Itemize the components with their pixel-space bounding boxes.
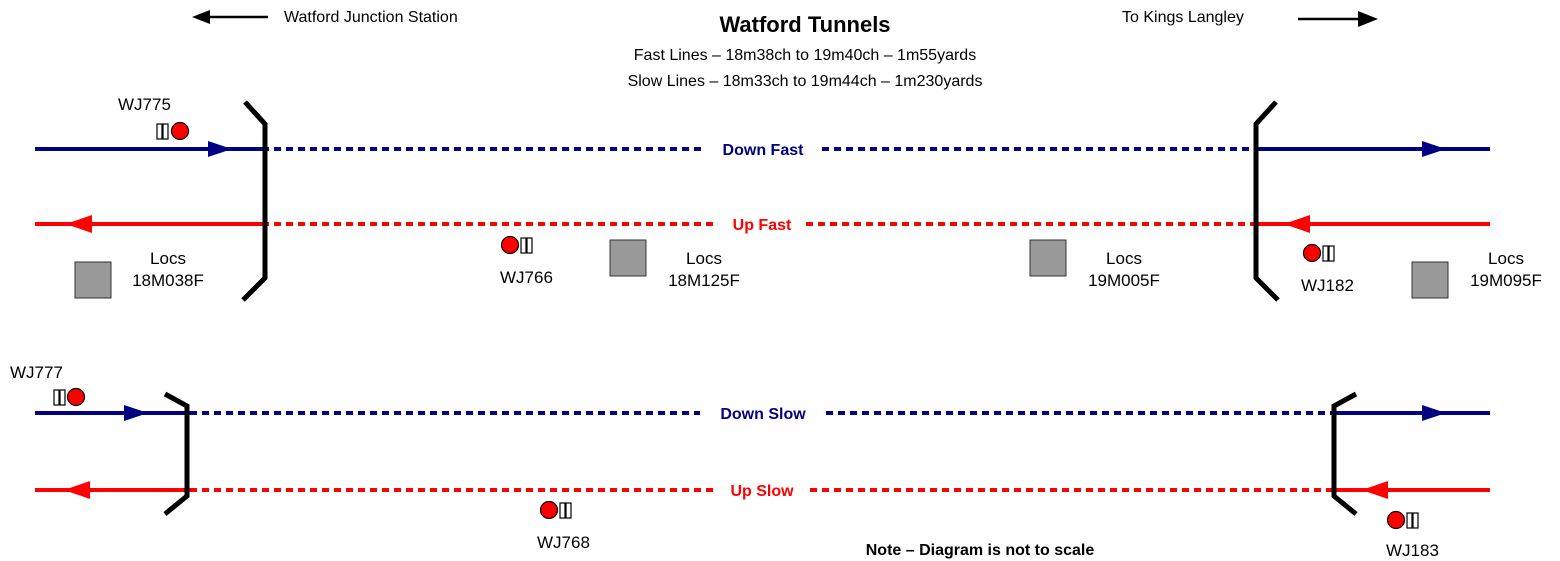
locs-code: 18M038F (132, 271, 204, 290)
locs-heading: Locs (1488, 249, 1524, 268)
signal-wj768: WJ768 (537, 500, 590, 552)
signal-post-icon (559, 502, 566, 519)
up-fast-arrow-icon (66, 215, 92, 233)
signal-light-icon (500, 235, 520, 255)
locs-code: 19M005F (1088, 271, 1160, 290)
up-slow-arrow-right-icon (1362, 481, 1388, 499)
signal-light-icon (1302, 243, 1322, 263)
signal-wj768-label: WJ768 (537, 533, 590, 552)
nav-left: Watford Junction Station (192, 9, 458, 26)
signal-wj182-label: WJ182 (1301, 276, 1354, 295)
signal-light-icon (539, 500, 559, 520)
scale-note: Note – Diagram is not to scale (866, 542, 1095, 559)
signal-wj775-label: WJ775 (118, 95, 171, 114)
nav-left-label: Watford Junction Station (284, 9, 458, 26)
nav-right: To Kings Langley (1122, 9, 1378, 27)
loc-box-icon (609, 239, 647, 277)
signal-wj183-label: WJ183 (1386, 541, 1439, 560)
signal-post-icon (520, 237, 527, 254)
slow-tunnel-portal-right (1331, 391, 1358, 516)
signal-wj182: WJ182 (1301, 243, 1354, 295)
down-fast-arrow-right-icon (1422, 141, 1446, 157)
up-slow-line: Up Slow (35, 481, 1490, 500)
signal-light-icon (1386, 510, 1406, 530)
left-arrowhead-icon (192, 10, 210, 24)
locs-18m125f: Locs 18M125F (609, 239, 740, 290)
up-fast-label: Up Fast (733, 217, 792, 234)
loc-box-icon (74, 261, 112, 299)
down-slow-label: Down Slow (720, 406, 806, 423)
signal-post-icon (1406, 512, 1413, 529)
slow-tunnel-portal-left (163, 391, 190, 516)
fast-tunnel-portal-right (1253, 100, 1280, 302)
locs-19m005f: Locs 19M005F (1029, 239, 1160, 290)
down-slow-arrow-right-icon (1422, 405, 1446, 421)
signal-post-icon (1322, 245, 1329, 262)
signal-wj766-label: WJ766 (500, 268, 553, 287)
slow-lines-info: Slow Lines – 18m33ch to 19m44ch – 1m230y… (628, 73, 983, 90)
locs-code: 19M095F (1470, 271, 1542, 290)
up-slow-label: Up Slow (730, 483, 794, 500)
signal-post-icon (156, 123, 163, 140)
down-slow-arrow-icon (124, 405, 148, 421)
locs-19m095f: Locs 19M095F (1411, 249, 1542, 299)
locs-heading: Locs (686, 249, 722, 268)
nav-right-label: To Kings Langley (1122, 9, 1244, 26)
fast-tunnel-portal-left (241, 100, 268, 302)
down-slow-line: Down Slow (35, 405, 1490, 423)
locs-heading: Locs (1106, 249, 1142, 268)
right-arrowhead-icon (1358, 11, 1378, 27)
signal-wj766: WJ766 (500, 235, 553, 287)
loc-box-icon (1411, 261, 1449, 299)
locs-code: 18M125F (668, 271, 740, 290)
signal-wj183: WJ183 (1386, 510, 1439, 560)
down-fast-label: Down Fast (723, 142, 805, 159)
signal-light-icon (170, 121, 190, 141)
loc-box-icon (1029, 239, 1067, 277)
up-fast-arrow-right-icon (1284, 215, 1310, 233)
up-slow-arrow-icon (64, 481, 90, 499)
signal-light-icon (66, 387, 86, 407)
signal-wj775: WJ775 (118, 95, 190, 141)
diagram-title: Watford Tunnels (719, 12, 890, 37)
up-fast-line: Up Fast (35, 215, 1490, 234)
down-fast-arrow-icon (208, 141, 232, 157)
down-fast-line: Down Fast (35, 141, 1490, 159)
locs-heading: Locs (150, 249, 186, 268)
fast-lines-info: Fast Lines – 18m38ch to 19m40ch – 1m55ya… (634, 47, 976, 64)
signal-post-icon (53, 389, 60, 406)
locs-18m038f: Locs 18M038F (74, 249, 204, 299)
signal-wj777-label: WJ777 (10, 363, 63, 382)
signal-wj777: WJ777 (10, 363, 86, 407)
